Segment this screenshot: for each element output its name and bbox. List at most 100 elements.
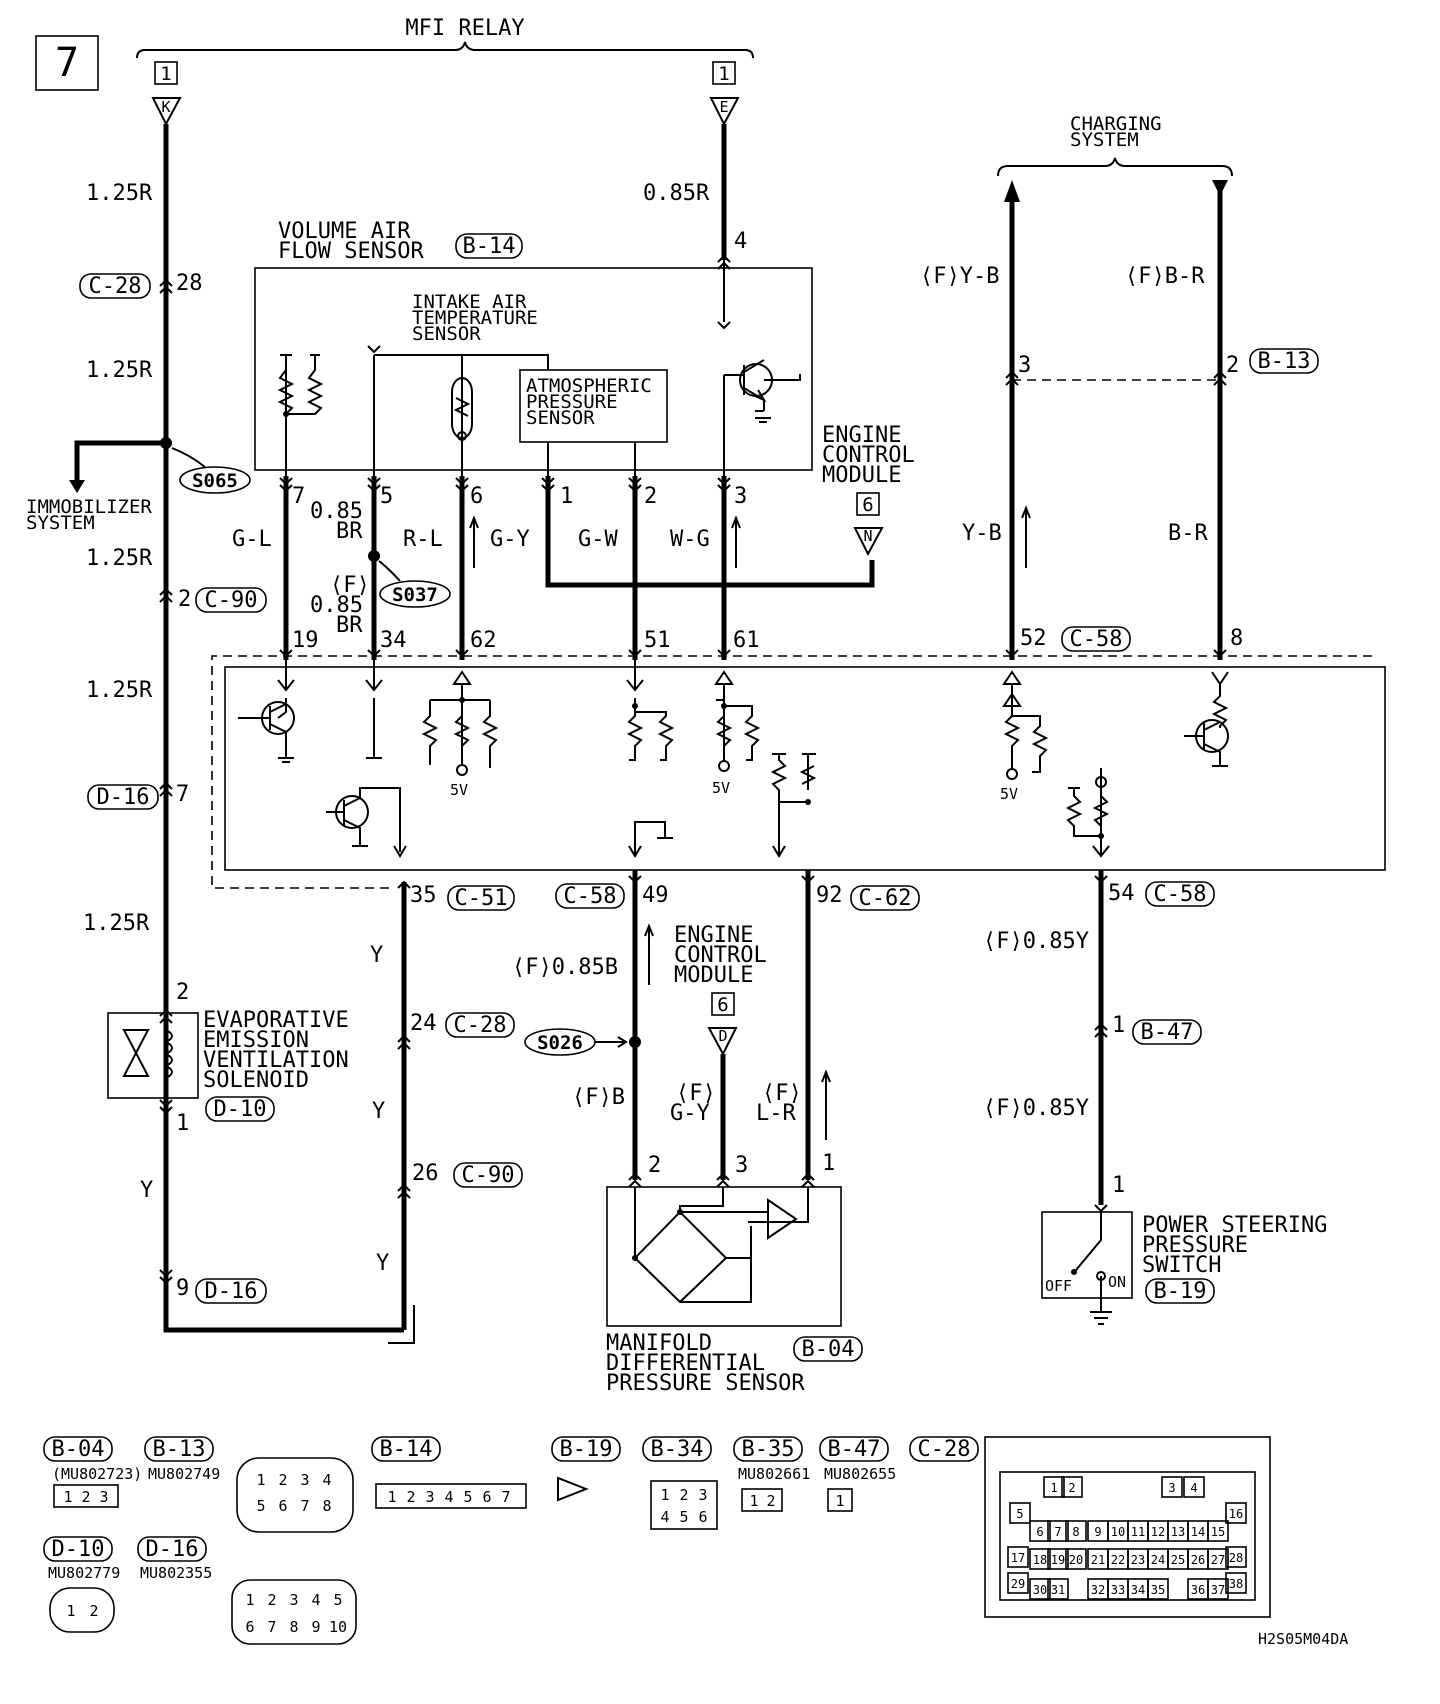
legend-c28-pin: 24 (1151, 1553, 1165, 1567)
wire-br-f: ⟨F⟩ (330, 573, 370, 598)
pin-61: 61 (733, 628, 760, 653)
ps-switch-box (1041, 1211, 1133, 1299)
wire-y-1: Y (370, 943, 383, 968)
conn-d16-b: D-16 (205, 1279, 258, 1304)
legend-c28-pin: 16 (1229, 1507, 1243, 1521)
mdp-node-b (677, 1209, 683, 1215)
legend-b34-pin: 2 (679, 1486, 688, 1504)
splice-s065-pointer (171, 447, 206, 468)
ecm-internal-54 (1065, 768, 1110, 858)
mfi-relay-bracket (136, 41, 754, 59)
ecm-lower-pin-marks (628, 875, 1108, 884)
legend-d10-connector: 1 2 (49, 1587, 115, 1633)
legend-b14-pin: 6 (482, 1488, 491, 1506)
aps-label-2: PRESSURE (526, 391, 618, 413)
legend-c28-pin-cell (1065, 1520, 1087, 1542)
legend-c28-pin-cell (1029, 1548, 1051, 1570)
evap-label-1: EVAPORATIVE (203, 1008, 349, 1033)
ps-switch-contact (1071, 1269, 1077, 1275)
legend-b13-pin: 4 (322, 1471, 331, 1489)
conn-d16-a: D-16 (97, 785, 150, 810)
conn-c58-label-c (1145, 881, 1215, 907)
pin-3-vas: 3 (734, 484, 747, 509)
ecm-internal-92 (770, 753, 817, 858)
legend-b13-pin: 8 (322, 1497, 331, 1515)
ecm-5v-2: 5V (712, 779, 730, 797)
legend-d16: D-16 (146, 1537, 199, 1562)
mdp-label-2: DIFFERENTIAL (606, 1351, 765, 1376)
ecm-pin-box-d (711, 992, 735, 1016)
pin-1-vas: 1 (560, 484, 573, 509)
evap-valve-symbol (122, 1029, 150, 1077)
conn-b04: B-04 (802, 1337, 855, 1362)
legend-d16-pin: 5 (333, 1591, 342, 1609)
splice-s037: S037 (392, 584, 438, 606)
legend-b14: B-14 (380, 1437, 433, 1462)
legend-b14-pin: 1 (387, 1488, 396, 1506)
legend-c28-pin: 33 (1111, 1583, 1125, 1597)
pin-mark-35 (397, 880, 411, 889)
legend-b34: B-34 (651, 1437, 704, 1462)
conn-c62-label (850, 885, 920, 911)
splice-s037-badge (379, 580, 451, 608)
ecm-terminal-n (853, 527, 884, 557)
conn-b19-label (1145, 1278, 1215, 1304)
pin-26: 26 (412, 1161, 439, 1186)
ps-switch-symbol (1075, 1204, 1112, 1325)
ecm-internal-gw-node (632, 703, 638, 709)
conn-c28-label-b (445, 1012, 515, 1038)
legend-c28-pin-cell (1225, 1546, 1247, 1568)
pin-52: 52 (1020, 626, 1047, 651)
legend-c28-pin: 5 (1016, 1507, 1023, 1521)
legend-b35: B-35 (742, 1437, 795, 1462)
legend-c28-pin-cell (1207, 1578, 1229, 1600)
ecm-internal-q2 (326, 787, 407, 858)
wire-br-color-1: BR (336, 519, 363, 544)
pin-7-d16: 7 (176, 782, 189, 807)
ecm-internal-wg (714, 670, 761, 761)
relay-letter-k: K (161, 98, 170, 116)
vas-box (254, 267, 813, 471)
legend-c28-pin: 15 (1211, 1525, 1225, 1539)
legend-c28-pin: 38 (1229, 1577, 1243, 1591)
legend-c28-pin-cell (1007, 1546, 1029, 1568)
wire-k-gauge-5: 1.25R (83, 911, 150, 936)
mdp-amp (767, 1198, 798, 1240)
wire-fbr: ⟨F⟩B-R (1125, 264, 1205, 289)
ecm-label-low-2: CONTROL (674, 943, 767, 968)
legend-d16-pin: 6 (245, 1618, 254, 1636)
evap-pin-2-mark (159, 1008, 173, 1024)
wire-yb-label: Y-B (962, 521, 1002, 546)
legend-b47-tag (819, 1436, 889, 1462)
legend-c28-pin: 21 (1091, 1553, 1105, 1567)
legend-d10: D-10 (52, 1537, 105, 1562)
ecm-internal-gw (626, 660, 675, 761)
conn-b14-label (455, 233, 523, 259)
legend-c28-pin: 30 (1033, 1583, 1047, 1597)
legend-c28-pin: 2 (1068, 1481, 1075, 1495)
legend-c28-pin-cell (1225, 1502, 1247, 1524)
legend-b04-pin: 3 (99, 1488, 108, 1506)
aps-box (519, 369, 668, 443)
legend-c28-pin-cell (1047, 1520, 1069, 1542)
legend-b14-pin: 2 (406, 1488, 415, 1506)
legend-b47-connector: 1 (827, 1488, 853, 1512)
legend-d10-pn: MU802779 (48, 1564, 120, 1582)
evap-pin-1-mark (159, 1099, 173, 1115)
ecm-5v-1: 5V (450, 781, 468, 799)
splice-s037-pointer (378, 560, 401, 582)
conn-d10: D-10 (214, 1097, 267, 1122)
immobilizer-branch-wire (74, 440, 166, 485)
charging-title-2: SYSTEM (1070, 129, 1139, 151)
conn-c90-label-b (453, 1162, 523, 1188)
wire-f085y-1: ⟨F⟩0.85Y (983, 929, 1089, 954)
legend-b35-pin: 2 (766, 1492, 775, 1510)
wire-k-gauge-1: 1.25R (86, 181, 153, 206)
legend-b14-pin: 4 (444, 1488, 453, 1506)
arrow-49-up (644, 923, 654, 985)
legend-c28-pin: 11 (1131, 1525, 1145, 1539)
legend-b19-tag (551, 1436, 621, 1462)
pin-8: 8 (1230, 626, 1243, 651)
splice-s065: S065 (192, 470, 238, 492)
legend-c28-pin-cell (1009, 1502, 1031, 1524)
